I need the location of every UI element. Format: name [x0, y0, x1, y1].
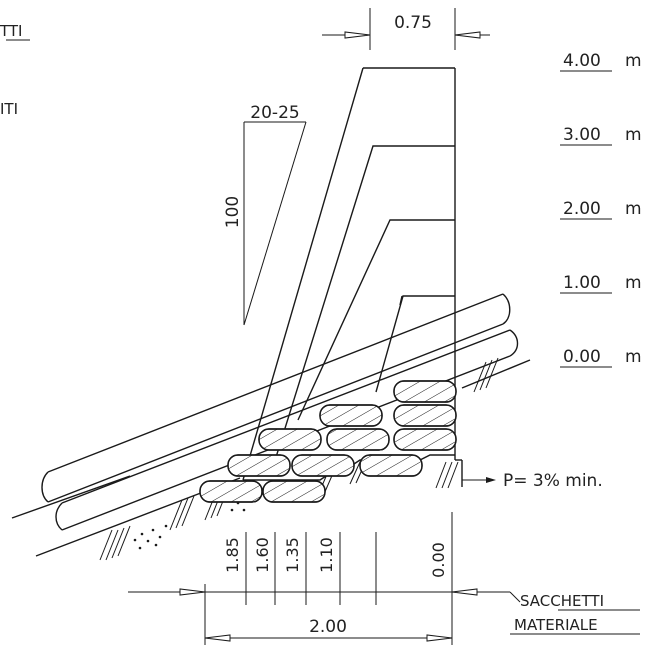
sandbags	[199, 380, 457, 503]
level-value: 3.00	[563, 125, 601, 145]
left-label-top: TTI	[0, 22, 23, 40]
left-label-mid: ITI	[0, 100, 18, 118]
reference-line	[128, 588, 521, 603]
base-width-dimension: 2.00	[204, 617, 453, 642]
level-1: 1.00 m	[560, 273, 642, 294]
slope-note-text: P= 3% min.	[503, 471, 603, 491]
material-legend: SACCHETTI MATERIALE	[510, 592, 640, 635]
offset-label: 1.10	[317, 537, 336, 573]
slope-note: P= 3% min.	[462, 471, 603, 491]
level-value: 4.00	[563, 51, 601, 71]
level-3: 3.00 m	[560, 125, 642, 146]
offset-label: 1.60	[253, 537, 272, 573]
level-2: 2.00 m	[560, 199, 642, 220]
level-value: 0.00	[563, 347, 601, 367]
level-value: 2.00	[563, 199, 601, 219]
level-unit: m	[625, 51, 642, 71]
level-4: 4.00 m	[560, 51, 642, 72]
level-labels: 4.00 m 3.00 m 2.00 m 1.00 m 0.00 m	[560, 51, 642, 368]
top-width-dimension: 0.75	[322, 8, 490, 50]
offset-label: 1.85	[223, 537, 242, 573]
level-unit: m	[625, 199, 642, 219]
level-unit: m	[625, 347, 642, 367]
level-value: 1.00	[563, 273, 601, 293]
top-width-label: 0.75	[394, 13, 432, 33]
offset-label: 1.35	[283, 537, 302, 573]
base-width-label: 2.00	[309, 617, 347, 637]
offset-label: 0.00	[429, 542, 448, 578]
offset-dimensions: 1.85 1.60 1.35 1.10 0.00	[204, 512, 453, 645]
level-unit: m	[625, 273, 642, 293]
wall-layers	[271, 145, 455, 471]
legend-line1: SACCHETTI	[520, 592, 604, 610]
batter-run-label: 20-25	[250, 103, 299, 123]
legend-line2: MATERIALE	[514, 616, 598, 634]
level-unit: m	[625, 125, 642, 145]
level-0: 0.00 m	[560, 347, 642, 368]
batter-rise-label: 100	[223, 196, 243, 228]
batter-ratio-triangle: 20-25 100	[223, 103, 307, 326]
